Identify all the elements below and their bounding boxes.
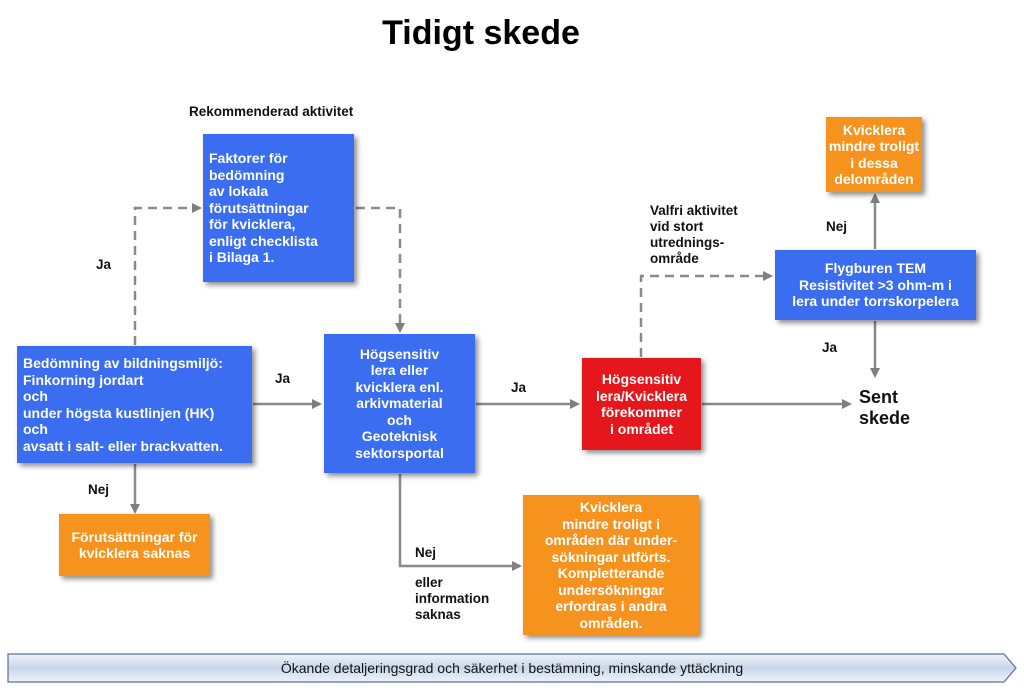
valfri-label: Valfri aktivitet vid stort utrednings- o… bbox=[650, 203, 738, 266]
kvicklera-mindre-box: Kvicklera mindre troligt i områden där u… bbox=[523, 495, 699, 635]
banner-text: Ökande detaljeringsgrad och säkerhet i b… bbox=[280, 660, 744, 676]
nej-left-label: Nej bbox=[88, 482, 110, 497]
bedomning-box: Bedömning av bildningsmiljö: Finkorning … bbox=[17, 346, 252, 463]
flygburen-tem-box: Flygburen TEM Resistivitet >3 ohm-m i le… bbox=[775, 250, 976, 320]
dashed-arrow-faktorer-to-hogsensitiv bbox=[356, 206, 405, 333]
hogsensitiv-box: Högsensitiv lera eller kvicklera enl. ar… bbox=[324, 334, 475, 473]
forutsattningar-box: Förutsättningar för kvicklera saknas bbox=[59, 514, 210, 576]
dashed-arrow-red-to-flygburen bbox=[639, 271, 773, 357]
hogsensitiv-red-box: Högsensitiv lera/Kvicklera förekommer i … bbox=[582, 358, 701, 450]
rekommenderad-label: Rekommenderad aktivitet bbox=[189, 104, 354, 119]
sent-skede-label: Sent skede bbox=[859, 387, 911, 428]
eller-info-label: eller information saknas bbox=[415, 575, 490, 622]
ja-mid-label: Ja bbox=[275, 371, 291, 386]
faktorer-box: Faktorer för bedömning av lokala förutsä… bbox=[203, 134, 354, 282]
ja-left-label: Ja bbox=[96, 257, 112, 272]
ja-tem-label: Ja bbox=[822, 340, 838, 355]
kvicklera-top-box: Kvicklera mindre troligt i dessa delområ… bbox=[826, 117, 922, 192]
diagram-title: Tidigt skede bbox=[382, 14, 580, 52]
ja-right-label: Ja bbox=[511, 380, 527, 395]
arrow-hogsensitiv-to-kvicklera bbox=[398, 474, 522, 571]
nej-top-label: Nej bbox=[826, 219, 848, 234]
nej-bottom-label: Nej bbox=[415, 545, 437, 560]
dashed-arrow-bedomning-to-faktorer bbox=[133, 203, 202, 345]
